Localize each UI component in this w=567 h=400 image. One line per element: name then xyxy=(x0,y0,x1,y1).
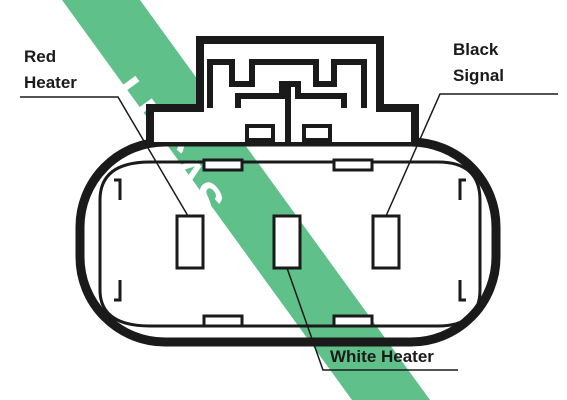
leader-black-signal xyxy=(385,93,558,217)
leader-red-heater xyxy=(20,96,189,217)
pin-red-heater xyxy=(175,214,205,270)
inner-corner-ticks xyxy=(114,178,466,302)
connector-body xyxy=(75,36,501,347)
label-red-heater: Red Heater xyxy=(24,47,77,92)
leader-lines xyxy=(20,93,558,371)
connector-latch xyxy=(146,36,419,142)
connector-key-notches xyxy=(202,158,374,328)
label-white-heater: White Heater xyxy=(330,347,434,366)
watermark-band xyxy=(62,0,430,400)
leader-white-heater xyxy=(286,267,458,371)
pin-white-heater xyxy=(272,214,302,270)
connector-inner-cavity xyxy=(98,160,482,328)
label-black-signal: Black Signal xyxy=(453,40,504,85)
pin-black-signal xyxy=(371,214,401,270)
